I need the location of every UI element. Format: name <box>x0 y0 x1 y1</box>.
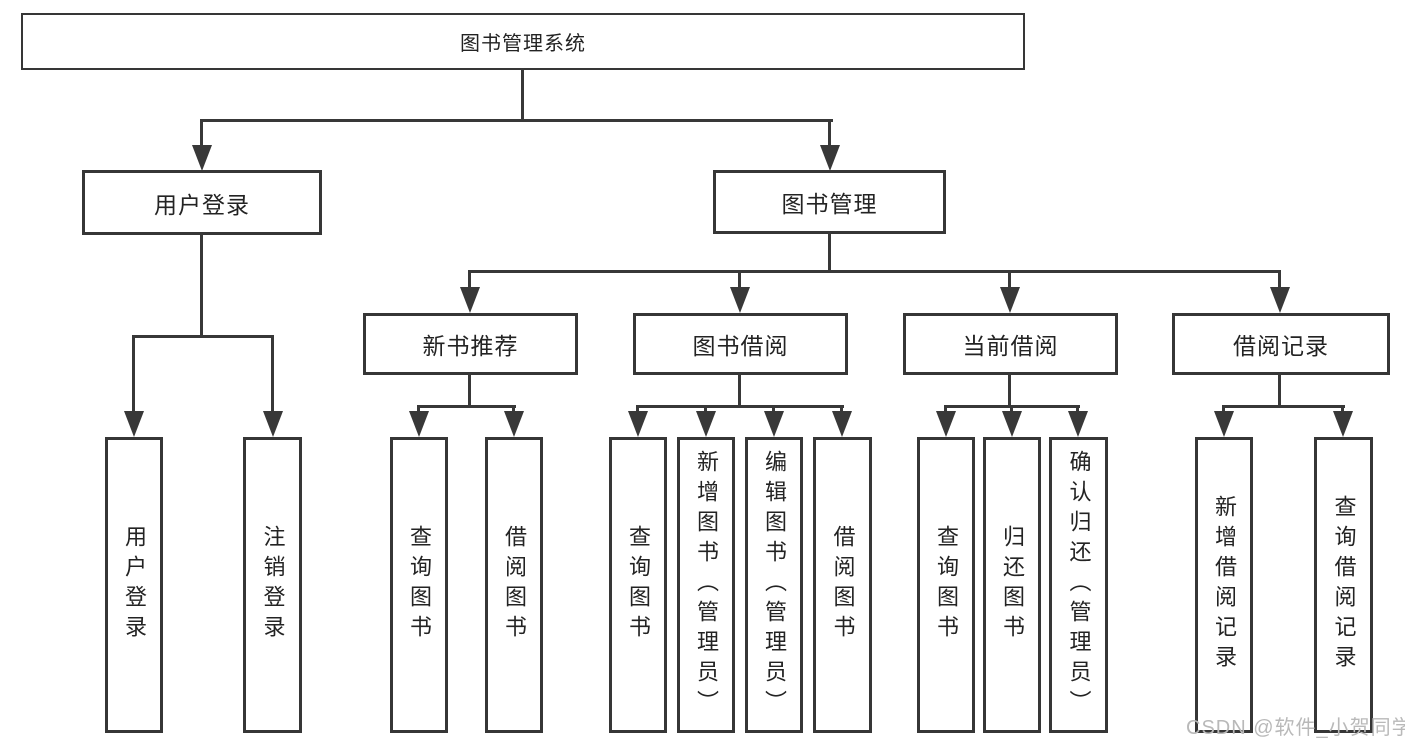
connector-current-borrow-trunk <box>1008 373 1011 408</box>
connector-arrowhead-leaf <box>832 411 852 437</box>
node-new-book-recommend: 新书推荐 <box>363 313 578 375</box>
connector-arrowhead-current-borrow <box>1000 287 1020 313</box>
leaf-edit-book-admin: 编辑图书（管理员） <box>745 437 803 733</box>
node-new-book-recommend-label: 新书推荐 <box>422 333 519 359</box>
leaf-return-books: 归还图书 <box>983 437 1041 733</box>
connector-arrowhead-book-borrow <box>730 287 750 313</box>
connector-stem <box>1222 405 1225 415</box>
node-user-login-label: 用户登录 <box>154 191 250 218</box>
leaf-confirm-return-admin: 确认归还（管理员） <box>1049 437 1108 733</box>
node-book-management: 图书管理 <box>713 170 946 234</box>
connector-root-rail <box>200 119 833 122</box>
leaf-query-borrow-record-label: 查询借阅记录 <box>1331 495 1357 675</box>
connector-stem <box>704 405 707 415</box>
leaf-query-books-borrow-label: 查询图书 <box>626 525 651 645</box>
leaf-query-books-borrow: 查询图书 <box>609 437 667 733</box>
connector-arrowhead-leaf <box>1214 411 1234 437</box>
leaf-add-borrow-record: 新增借阅记录 <box>1195 437 1253 733</box>
connector-stem <box>1076 405 1079 415</box>
connector-arrowhead-new-book <box>460 287 480 313</box>
leaf-logout-label: 注销登录 <box>260 525 286 645</box>
connector-drop-book-management <box>828 119 831 149</box>
connector-arrowhead-leaf <box>409 411 429 437</box>
connector-drop-user-login <box>200 119 203 149</box>
node-user-login: 用户登录 <box>82 170 322 235</box>
connector-new-book-trunk <box>468 373 471 408</box>
connector-book-borrow-rail <box>636 405 844 408</box>
connector-root-trunk <box>521 68 524 122</box>
connector-arrowhead-leaf-logout <box>263 411 283 437</box>
connector-stem <box>636 405 639 415</box>
leaf-return-books-label: 归还图书 <box>1000 525 1025 645</box>
leaf-add-borrow-record-label: 新增借阅记录 <box>1212 495 1237 675</box>
connector-arrowhead-leaf <box>628 411 648 437</box>
node-book-management-label: 图书管理 <box>781 191 878 217</box>
connector-drop-new-book <box>468 270 471 291</box>
connector-arrowhead-leaf <box>1002 411 1022 437</box>
connector-stem <box>944 405 947 415</box>
connector-user-login-trunk <box>200 233 203 338</box>
node-book-borrow: 图书借阅 <box>633 313 848 375</box>
leaf-borrow-books-label: 借阅图书 <box>830 525 856 645</box>
leaf-borrow-books: 借阅图书 <box>813 437 872 733</box>
connector-user-login-rail <box>132 335 274 338</box>
connector-stem <box>417 405 420 415</box>
watermark: CSDN @软件_小贺同学 <box>1186 717 1405 739</box>
leaf-query-books-current: 查询图书 <box>917 437 975 733</box>
connector-drop-leaf-logout <box>271 335 274 415</box>
connector-book-management-rail <box>468 270 1281 273</box>
connector-arrowhead-leaf <box>1068 411 1088 437</box>
connector-drop-leaf-user-login <box>132 335 135 415</box>
leaf-confirm-return-admin-label: 确认归还（管理员） <box>1066 450 1092 720</box>
leaf-user-login-label: 用户登录 <box>122 525 147 645</box>
connector-arrowhead-leaf <box>764 411 784 437</box>
leaf-add-book-admin: 新增图书（管理员） <box>677 437 735 733</box>
connector-drop-book-borrow <box>738 270 741 291</box>
leaf-query-books-current-label: 查询图书 <box>934 525 959 645</box>
connector-arrowhead-leaf <box>936 411 956 437</box>
connector-drop-current-borrow <box>1008 270 1011 291</box>
node-book-borrow-label: 图书借阅 <box>692 333 789 359</box>
node-borrow-records-label: 借阅记录 <box>1233 333 1329 359</box>
connector-stem <box>1341 405 1344 415</box>
leaf-query-books-recommend: 查询图书 <box>390 437 448 733</box>
leaf-borrow-books-recommend: 借阅图书 <box>485 437 543 733</box>
connector-stem <box>840 405 843 415</box>
connector-new-book-rail <box>417 405 516 408</box>
connector-borrow-records-trunk <box>1278 373 1281 408</box>
connector-borrow-records-rail <box>1222 405 1345 408</box>
connector-arrowhead-book-management <box>820 145 840 171</box>
connector-stem <box>772 405 775 415</box>
node-library-system-label: 图书管理系统 <box>460 33 586 55</box>
leaf-borrow-books-recommend-label: 借阅图书 <box>502 525 527 645</box>
node-current-borrow: 当前借阅 <box>903 313 1118 375</box>
leaf-logout: 注销登录 <box>243 437 302 733</box>
connector-stem <box>512 405 515 415</box>
leaf-query-borrow-record: 查询借阅记录 <box>1314 437 1373 733</box>
connector-arrowhead-borrow-records <box>1270 287 1290 313</box>
connector-arrowhead-leaf <box>696 411 716 437</box>
leaf-query-books-recommend-label: 查询图书 <box>407 525 432 645</box>
leaf-user-login: 用户登录 <box>105 437 163 733</box>
connector-book-borrow-trunk <box>738 373 741 408</box>
node-borrow-records: 借阅记录 <box>1172 313 1390 375</box>
connector-book-management-trunk <box>828 232 831 273</box>
leaf-add-book-admin-label: 新增图书（管理员） <box>694 450 719 720</box>
node-current-borrow-label: 当前借阅 <box>962 333 1059 359</box>
leaf-edit-book-admin-label: 编辑图书（管理员） <box>762 450 787 720</box>
connector-arrowhead-leaf <box>504 411 524 437</box>
connector-arrowhead-leaf-user-login <box>124 411 144 437</box>
connector-arrowhead-leaf <box>1333 411 1353 437</box>
connector-drop-borrow-records <box>1278 270 1281 291</box>
connector-stem <box>1010 405 1013 415</box>
node-library-system: 图书管理系统 <box>21 13 1025 70</box>
connector-arrowhead-user-login <box>192 145 212 171</box>
